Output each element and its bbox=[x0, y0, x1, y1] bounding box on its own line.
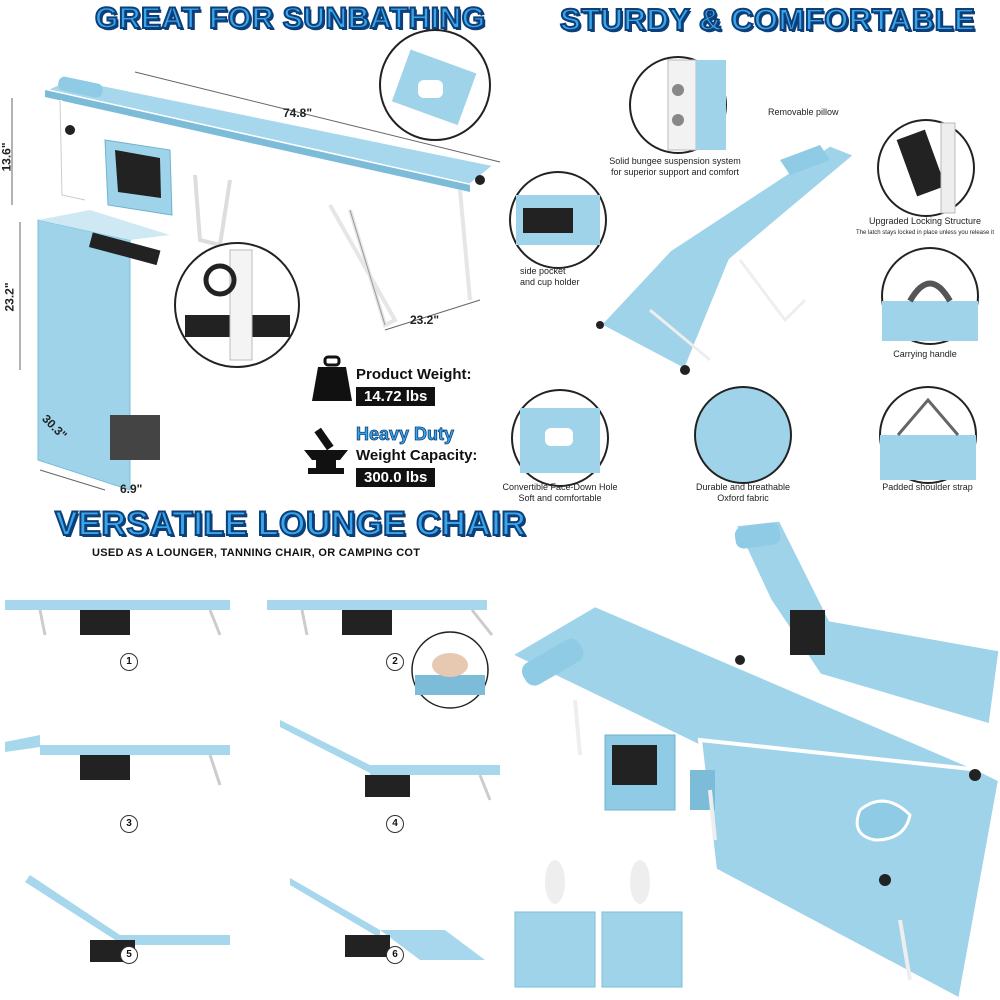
handle-caption: Carrying handle bbox=[893, 349, 957, 359]
zoom-facedown-image bbox=[511, 389, 609, 487]
cot-unfolded-image bbox=[11, 71, 501, 331]
position-2-image bbox=[267, 600, 494, 636]
zoom-fabric-image bbox=[694, 386, 792, 484]
position-4-image bbox=[280, 720, 500, 801]
weight-icon bbox=[312, 355, 352, 401]
product-weight-value: 14.72 lbs bbox=[356, 387, 436, 406]
position-5-badge: 5 bbox=[120, 946, 138, 964]
removable-pillow-caption: Removable pillow bbox=[768, 107, 839, 117]
zoom-face-down-person-image bbox=[411, 631, 489, 709]
position-4-badge: 4 bbox=[386, 815, 404, 833]
position-6-image bbox=[290, 878, 485, 960]
weight-capacity-value: 300.0 lbs bbox=[356, 468, 436, 487]
headline-sturdy: STURDY & COMFORTABLE bbox=[559, 1, 976, 38]
headline-versatile: VERSATILE LOUNGE CHAIR bbox=[54, 504, 527, 544]
position-1-badge: 1 bbox=[120, 653, 138, 671]
strap-caption: Padded shoulder strap bbox=[882, 482, 973, 492]
anvil-icon bbox=[304, 427, 348, 474]
weight-capacity-label: Weight Capacity: bbox=[356, 447, 478, 464]
position-2-badge: 2 bbox=[386, 653, 404, 671]
cot-folded-image bbox=[19, 210, 170, 491]
position-3-badge: 3 bbox=[120, 815, 138, 833]
zoom-handle-image bbox=[881, 247, 979, 345]
headline-sunbathing: GREAT FOR SUNBATHING bbox=[94, 1, 486, 36]
dim-height: 13.6" bbox=[0, 142, 14, 172]
zoom-strap-image bbox=[879, 386, 977, 484]
zoom-facedown-hole-image bbox=[379, 29, 491, 141]
heavy-duty-label: Heavy Duty bbox=[356, 424, 455, 445]
zoom-lock-image bbox=[877, 119, 975, 217]
versatile-subtitle: USED AS A LOUNGER, TANNING CHAIR, OR CAM… bbox=[92, 547, 421, 559]
dim-width: 23.2" bbox=[410, 313, 440, 327]
carry-person-image bbox=[514, 860, 683, 988]
position-6-badge: 6 bbox=[386, 946, 404, 964]
lounger-large-image bbox=[505, 518, 1000, 1000]
zoom-bungee-image bbox=[629, 56, 727, 154]
dim-length: 74.8" bbox=[283, 106, 313, 120]
zoom-strap-lock-image bbox=[174, 242, 300, 368]
position-1-image bbox=[5, 600, 230, 636]
dim-folded-depth: 6.9" bbox=[120, 482, 143, 496]
product-weight-label: Product Weight: bbox=[356, 366, 472, 383]
position-3-image bbox=[5, 735, 230, 786]
lounger-reclined-image bbox=[596, 143, 858, 375]
dim-folded-height: 23.2" bbox=[2, 282, 17, 312]
zoom-pocket-image bbox=[509, 171, 607, 269]
